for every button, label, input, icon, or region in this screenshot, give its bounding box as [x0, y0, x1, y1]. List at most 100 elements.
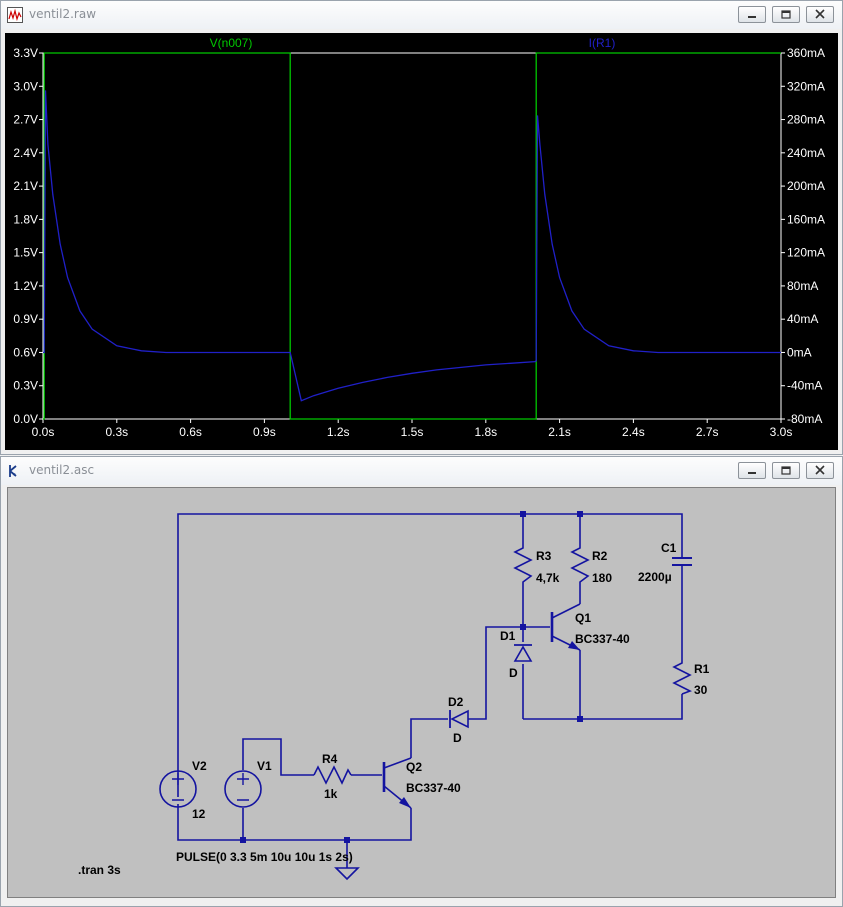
schematic-window: ventil2.asc: [0, 456, 843, 907]
trace-label-voltage[interactable]: V(n007): [210, 36, 253, 50]
schematic-window-titlebar[interactable]: ventil2.asc: [1, 457, 842, 485]
y-left-tick-label: 0.9V: [13, 312, 38, 326]
schematic-editor-icon: [9, 465, 17, 477]
y-right-tick-label: 240mA: [787, 146, 825, 160]
wires: [177, 513, 683, 868]
r1-name: R1: [694, 662, 710, 676]
q2-name: Q2: [406, 760, 422, 774]
restore-icon: [781, 466, 791, 475]
y-right-tick-label: 200mA: [787, 179, 825, 193]
y-left-tick-label: 1.5V: [13, 246, 38, 260]
y-right-tick-label: 40mA: [787, 312, 818, 326]
close-icon: [815, 465, 825, 475]
x-tick-label: 1.2s: [327, 425, 350, 439]
plot-close-button[interactable]: [806, 6, 834, 23]
source-v2[interactable]: V2 12: [159, 759, 207, 821]
ground-symbol[interactable]: [334, 867, 360, 881]
spice-directive[interactable]: .tran 3s: [78, 863, 121, 877]
d1-value: D: [509, 666, 518, 680]
waveform-viewer-icon: [7, 7, 23, 23]
junction-dots: [240, 511, 583, 843]
v2-name: V2: [192, 759, 207, 773]
resistor-r4[interactable]: R4 1k: [313, 752, 352, 801]
trace-label-current[interactable]: I(R1): [589, 36, 616, 50]
source-v1[interactable]: V1 PULSE(0 3.3 5m 10u 10u 1s 2s): [176, 759, 353, 864]
r2-value: 180: [592, 571, 612, 585]
c1-name: C1: [661, 541, 677, 555]
r2-name: R2: [592, 549, 608, 563]
resistor-r3[interactable]: R3 4,7k: [513, 542, 560, 588]
y-left-tick-label: 0.6V: [13, 345, 38, 359]
plot-frame: [42, 52, 782, 420]
x-tick-label: 0.6s: [179, 425, 202, 439]
r4-value: 1k: [324, 787, 338, 801]
y-right-tick-label: 0mA: [787, 345, 812, 359]
r4-name: R4: [322, 752, 338, 766]
restore-icon: [781, 10, 791, 19]
plot-window-title: ventil2.raw: [29, 7, 97, 21]
v2-value: 12: [192, 807, 206, 821]
y-left-tick-label: 0.3V: [13, 379, 38, 393]
plot-restore-button[interactable]: [772, 6, 800, 23]
x-tick-label: 1.8s: [474, 425, 497, 439]
plot-series: [43, 52, 781, 420]
d2-value: D: [453, 731, 462, 745]
schematic-window-title: ventil2.asc: [29, 463, 95, 477]
waveform-plot[interactable]: 0.0s 0.3s 0.6s 0.9s 1.2s 1.5s 1.8s 2.1s 2.4s 2.7s…: [5, 33, 840, 452]
q1-name: Q1: [575, 611, 591, 625]
schematic-close-button[interactable]: [806, 462, 834, 479]
y-left-tick-label: 3.3V: [13, 46, 38, 60]
r3-value: 4,7k: [536, 571, 560, 585]
series-line-voltage: [43, 52, 781, 420]
resistor-r2[interactable]: R2 180: [570, 542, 612, 588]
plot-border: [42, 52, 782, 420]
y-left-tick-label: 0.0V: [13, 412, 38, 426]
x-tick-label: 2.7s: [696, 425, 719, 439]
y-left-tick-label: 2.1V: [13, 179, 38, 193]
y-left-tick-label: 1.2V: [13, 279, 38, 293]
y-right-tick-label: 160mA: [787, 212, 825, 226]
resistor-r1[interactable]: R1 30: [672, 657, 710, 697]
y-left-tick-label: 2.4V: [13, 146, 38, 160]
y-left-tick-label: 2.7V: [13, 113, 38, 127]
transistor-q2[interactable]: Q2 BC337-40: [382, 757, 461, 809]
q2-value: BC337-40: [406, 781, 461, 795]
plot-ticks: 0.0s 0.3s 0.6s 0.9s 1.2s 1.5s 1.8s 2.1s 2.4s 2.7s…: [13, 46, 825, 439]
schematic-drawing[interactable]: V2 12 V1 PULSE(0 3.3 5m 10u 10u 1s 2s) R…: [8, 488, 837, 899]
c1-value: 2200µ: [638, 570, 672, 584]
y-right-tick-label: 320mA: [787, 79, 825, 93]
x-tick-label: 2.4s: [622, 425, 645, 439]
plot-window-titlebar[interactable]: ventil2.raw: [1, 1, 842, 29]
plot-area[interactable]: 0.0s 0.3s 0.6s 0.9s 1.2s 1.5s 1.8s 2.1s 2.4s 2.7s…: [5, 33, 838, 450]
d2-name: D2: [448, 695, 464, 709]
series-line-current: [43, 90, 781, 402]
diode-d1[interactable]: D1 D: [500, 629, 533, 680]
minimize-icon: [748, 472, 756, 474]
plot-minimize-button[interactable]: [738, 6, 766, 23]
x-tick-label: 2.1s: [548, 425, 571, 439]
capacitor-c1[interactable]: C1 2200µ: [638, 541, 692, 584]
diode-d2[interactable]: D2 D: [448, 695, 469, 745]
minimize-icon: [748, 16, 756, 18]
x-tick-label: 0.0s: [32, 425, 55, 439]
r3-name: R3: [536, 549, 552, 563]
y-right-tick-label: 80mA: [787, 279, 818, 293]
y-right-tick-label: 120mA: [787, 246, 825, 260]
transistor-q1[interactable]: Q1 BC337-40: [550, 603, 630, 651]
d1-name: D1: [500, 629, 516, 643]
x-tick-label: 0.3s: [105, 425, 128, 439]
y-right-tick-label: 280mA: [787, 113, 825, 127]
v1-name: V1: [257, 759, 272, 773]
plot-window: ventil2.raw 0.0s 0.3s 0.6s 0.9s 1.2s 1.5s 1.8s…: [0, 0, 843, 455]
close-icon: [815, 9, 825, 19]
x-tick-label: 3.0s: [770, 425, 793, 439]
v1-value: PULSE(0 3.3 5m 10u 10u 1s 2s): [176, 850, 353, 864]
x-tick-label: 0.9s: [253, 425, 276, 439]
x-tick-label: 1.5s: [401, 425, 424, 439]
schematic-canvas[interactable]: V2 12 V1 PULSE(0 3.3 5m 10u 10u 1s 2s) R…: [7, 487, 836, 898]
y-left-tick-label: 1.8V: [13, 212, 38, 226]
y-right-tick-label: 360mA: [787, 46, 825, 60]
schematic-minimize-button[interactable]: [738, 462, 766, 479]
y-left-tick-label: 3.0V: [13, 79, 38, 93]
schematic-restore-button[interactable]: [772, 462, 800, 479]
